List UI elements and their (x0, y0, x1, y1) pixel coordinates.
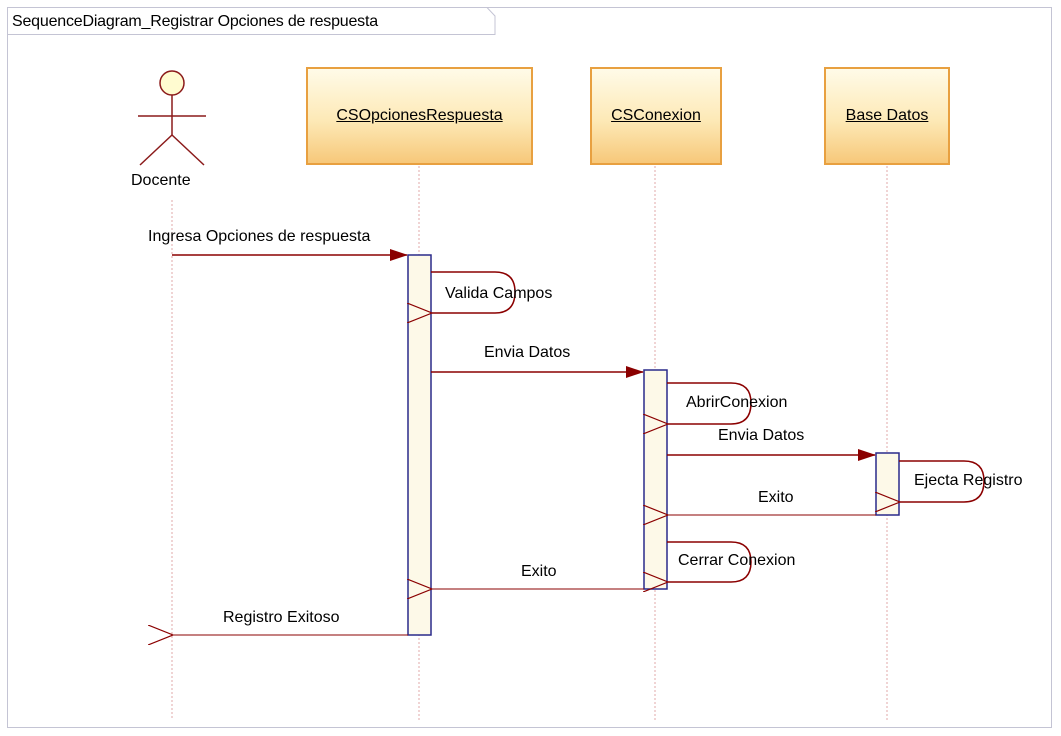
diagram-frame (7, 7, 1052, 728)
message-label: Valida Campos (445, 285, 553, 302)
self-message-cerrar-conexion (667, 541, 752, 582)
message-label: Ingresa Opciones de respuesta (148, 228, 371, 245)
lifeline-box-base-datos: Base Datos (824, 67, 950, 165)
lifeline-name: CSOpcionesRespuesta (336, 107, 503, 124)
message-label: Envia Datos (718, 427, 805, 444)
actor-label: Docente (131, 172, 191, 189)
diagram-title: SequenceDiagram_Registrar Opciones de re… (12, 13, 378, 30)
self-message-ejecta-registro (899, 460, 985, 502)
actor-icon (138, 70, 206, 166)
self-message-valida-campos (431, 271, 516, 313)
activation-csopcionesrespuesta (407, 254, 432, 636)
activation-base-datos (875, 452, 900, 516)
lifeline-box-csconexion: CSConexion (590, 67, 722, 165)
message-label: AbrirConexion (686, 394, 788, 411)
message-label: Ejecta Registro (914, 472, 1023, 489)
lifeline-box-csopcionesrespuesta: CSOpcionesRespuesta (306, 67, 533, 165)
message-label: Envia Datos (484, 344, 571, 361)
lifeline-name: CSConexion (611, 107, 701, 124)
message-label: Registro Exitoso (223, 609, 340, 626)
self-message-abrirconexion (667, 382, 752, 424)
message-label: Exito (521, 563, 557, 580)
activation-csconexion (643, 369, 668, 590)
lifeline-name: Base Datos (845, 107, 929, 124)
message-label: Exito (758, 489, 794, 506)
title-tab-shape (7, 7, 496, 35)
message-label: Cerrar Conexion (678, 552, 796, 569)
